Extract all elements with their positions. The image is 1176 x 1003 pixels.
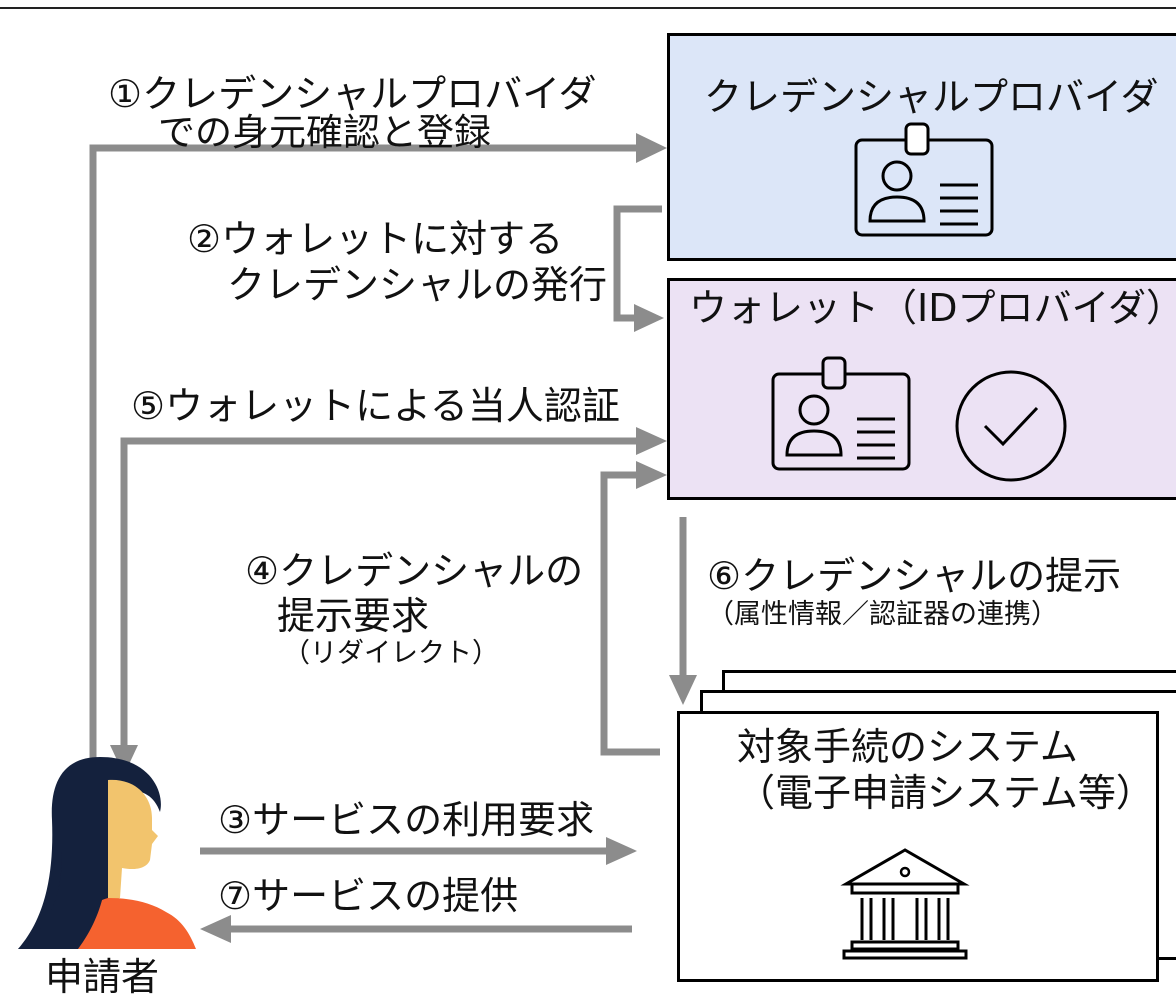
wallet-title: ウォレット（IDプロバイダ）	[689, 286, 1176, 330]
arrow-step5	[120, 437, 640, 750]
credential-provider-box: クレデンシャルプロバイダ	[667, 33, 1176, 261]
step1-label-line1: ①クレデンシャルプロバイダ	[108, 72, 597, 116]
step4-note: （リダイレクト）	[283, 638, 499, 669]
step4-label-line2: 提示要求	[277, 594, 430, 638]
step6-label-line1: ⑥クレデンシャルの提示	[707, 554, 1122, 598]
applicant-person-icon	[18, 757, 196, 949]
arrowhead-step3	[606, 837, 637, 865]
arrowhead-step5	[636, 427, 667, 455]
step2-label-line2: クレデンシャルの発行	[227, 263, 608, 307]
arrowhead-step4	[636, 461, 667, 489]
id-badge-icon	[771, 356, 911, 471]
checkmark-circle-icon	[955, 370, 1067, 482]
step2-label-line1: ②ウォレットに対する	[187, 217, 564, 261]
step3-label: ③サービスの利用要求	[218, 798, 595, 842]
applicant-label: 申請者	[45, 955, 160, 999]
government-building-icon	[840, 848, 970, 960]
arrowhead-step7	[200, 915, 231, 943]
id-badge-icon	[854, 122, 994, 237]
arrow-step2	[613, 205, 662, 322]
arrowhead-step6	[669, 675, 697, 705]
step6-note: （属性情報／認証器の連携）	[707, 599, 1058, 630]
arrowhead-step1	[636, 133, 667, 163]
target-system-box: 対象手続のシステム （電子申請システム等）	[677, 711, 1159, 982]
system-subtitle: （電子申請システム等）	[737, 771, 1154, 815]
step4-label-line1: ④クレデンシャルの	[245, 549, 584, 593]
step5-label: ⑤ウォレットによる当人認証	[131, 384, 620, 428]
arrow-step1	[89, 144, 640, 775]
step7-label: ⑦サービスの提供	[218, 874, 519, 918]
wallet-box: ウォレット（IDプロバイダ）	[667, 278, 1176, 500]
credential-provider-title: クレデンシャルプロバイダ	[704, 75, 1159, 119]
arrowhead-step2	[634, 304, 664, 332]
step1-label-line2: での身元確認と登録	[158, 111, 491, 154]
system-title: 対象手続のシステム	[737, 725, 1078, 769]
arrowhead-step5-down	[110, 745, 138, 775]
arrow-step4	[600, 471, 660, 756]
top-divider	[0, 7, 1176, 9]
